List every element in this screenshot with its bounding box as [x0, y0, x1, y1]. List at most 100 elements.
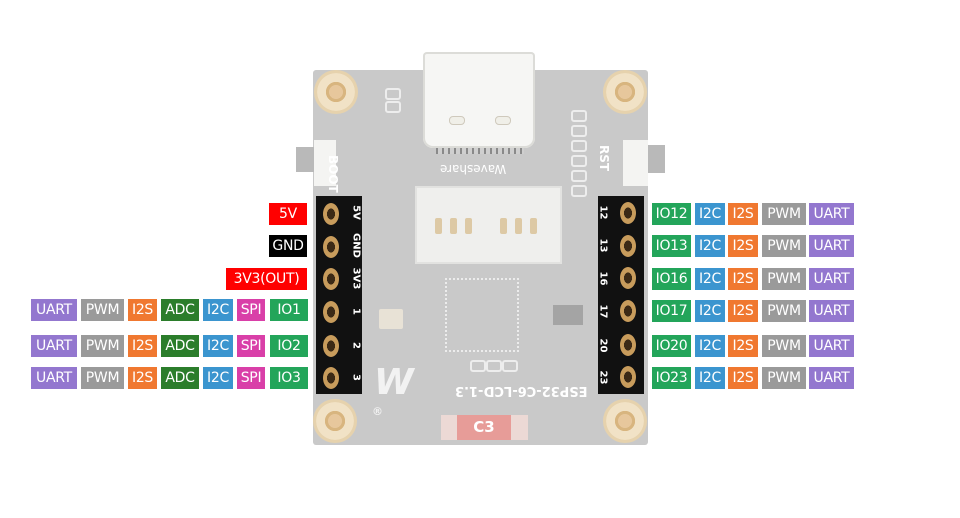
- pin-silk-17: 17: [597, 304, 609, 319]
- smd-pad: [486, 360, 502, 372]
- smd-pad: [385, 88, 401, 100]
- rst-button-actuator[interactable]: [648, 145, 665, 173]
- tag-i2s: I2S: [728, 367, 758, 389]
- left-pin-header: [316, 196, 362, 394]
- tag-adc: ADC: [161, 367, 199, 389]
- pin-silk-3v3: 3V3: [350, 267, 362, 290]
- voltage-regulator: [553, 305, 583, 325]
- pin-silk-1: 1: [350, 308, 362, 315]
- tag-adc: ADC: [161, 335, 199, 357]
- tag-i2s: I2S: [128, 335, 157, 357]
- tag-uart: UART: [809, 268, 854, 290]
- waveshare-logo: W: [374, 362, 414, 403]
- tag-io: IO17: [652, 300, 691, 322]
- tag-i2s: I2S: [728, 300, 758, 322]
- pin-silk-12: 12: [597, 205, 609, 220]
- tag-io: IO23: [652, 367, 691, 389]
- tag-pwm: PWM: [762, 268, 806, 290]
- smd-pad: [385, 101, 401, 113]
- tag-i2s: I2S: [728, 203, 758, 225]
- boot-button[interactable]: [314, 140, 336, 186]
- usb-c-connector: [423, 52, 535, 148]
- tag-gnd: GND: [269, 235, 307, 257]
- header-pin-3v3: [323, 268, 339, 290]
- smd-pad: [502, 360, 518, 372]
- tag-i2c: I2C: [203, 299, 233, 321]
- rst-button[interactable]: [623, 140, 648, 186]
- smd-pad: [470, 360, 486, 372]
- boot-label: BOOT: [326, 155, 340, 193]
- tag-uart: UART: [809, 235, 854, 257]
- tag-spi: SPI: [237, 335, 265, 357]
- antenna-label: C3: [457, 415, 511, 440]
- smd-pad: [571, 110, 587, 122]
- tag-uart: UART: [31, 367, 77, 389]
- header-pin-3: [323, 367, 339, 389]
- tag-pwm: PWM: [762, 300, 806, 322]
- smd-pad: [571, 155, 587, 167]
- tag-io: IO16: [652, 268, 691, 290]
- mounting-hole-top-right: [603, 70, 647, 114]
- mounting-hole-top-left: [314, 70, 358, 114]
- microsd-slot[interactable]: [415, 186, 562, 264]
- header-pin-1: [323, 301, 339, 323]
- tag-spi: SPI: [237, 367, 265, 389]
- header-pin-12: [620, 202, 636, 224]
- tag-i2c: I2C: [695, 203, 725, 225]
- tag-pwm: PWM: [81, 335, 124, 357]
- tag-uart: UART: [809, 203, 854, 225]
- tag-io: IO3: [270, 367, 308, 389]
- brand-silk: Waveshare: [440, 162, 507, 176]
- tag-i2s: I2S: [128, 299, 157, 321]
- model-silk: ESP32-C6-LCD-1.3: [455, 383, 588, 398]
- tag-i2c: I2C: [695, 300, 725, 322]
- tag-i2c: I2C: [203, 367, 233, 389]
- pin-silk-16: 16: [597, 271, 609, 286]
- tag-io: IO20: [652, 335, 691, 357]
- tag-i2c: I2C: [695, 268, 725, 290]
- header-pin-gnd: [323, 236, 339, 258]
- tag-uart: UART: [31, 335, 77, 357]
- tag-pwm: PWM: [81, 367, 124, 389]
- tag-spi: SPI: [237, 299, 265, 321]
- tag-io: IO12: [652, 203, 691, 225]
- header-pin-13: [620, 235, 636, 257]
- tag-i2s: I2S: [128, 367, 157, 389]
- header-pin-20: [620, 334, 636, 356]
- crystal: [379, 309, 403, 329]
- tag-uart: UART: [809, 367, 854, 389]
- smd-pad: [571, 185, 587, 197]
- tag-uart: UART: [31, 299, 77, 321]
- tag-pwm: PWM: [762, 235, 806, 257]
- smd-pad: [571, 125, 587, 137]
- pin-silk-2: 2: [350, 342, 362, 349]
- tag-adc: ADC: [161, 299, 199, 321]
- tag-i2c: I2C: [203, 335, 233, 357]
- rst-label: RST: [597, 145, 611, 172]
- tag-i2s: I2S: [728, 235, 758, 257]
- header-pin-16: [620, 267, 636, 289]
- mounting-hole-bottom-left: [313, 399, 357, 443]
- smd-pad: [571, 170, 587, 182]
- boot-button-actuator[interactable]: [296, 147, 314, 172]
- tag-io: IO13: [652, 235, 691, 257]
- tag-power: 5V: [269, 203, 307, 225]
- mounting-hole-bottom-right: [603, 399, 647, 443]
- tag-i2s: I2S: [728, 268, 758, 290]
- tag-pwm: PWM: [81, 299, 124, 321]
- pin-silk-5v: 5V: [350, 205, 362, 220]
- pin-silk-23: 23: [597, 370, 609, 385]
- right-pin-header: [598, 196, 644, 394]
- pin-silk-gnd: GND: [350, 233, 362, 258]
- header-pin-5v: [323, 203, 339, 225]
- tag-io: IO1: [270, 299, 308, 321]
- tag-pwm: PWM: [762, 335, 806, 357]
- tag-i2c: I2C: [695, 367, 725, 389]
- header-pin-23: [620, 366, 636, 388]
- pin-silk-20: 20: [597, 338, 609, 353]
- header-pin-2: [323, 335, 339, 357]
- ceramic-antenna: C3: [441, 415, 528, 440]
- tag-i2c: I2C: [695, 235, 725, 257]
- pin-silk-3: 3: [350, 374, 362, 381]
- tag-i2s: I2S: [728, 335, 758, 357]
